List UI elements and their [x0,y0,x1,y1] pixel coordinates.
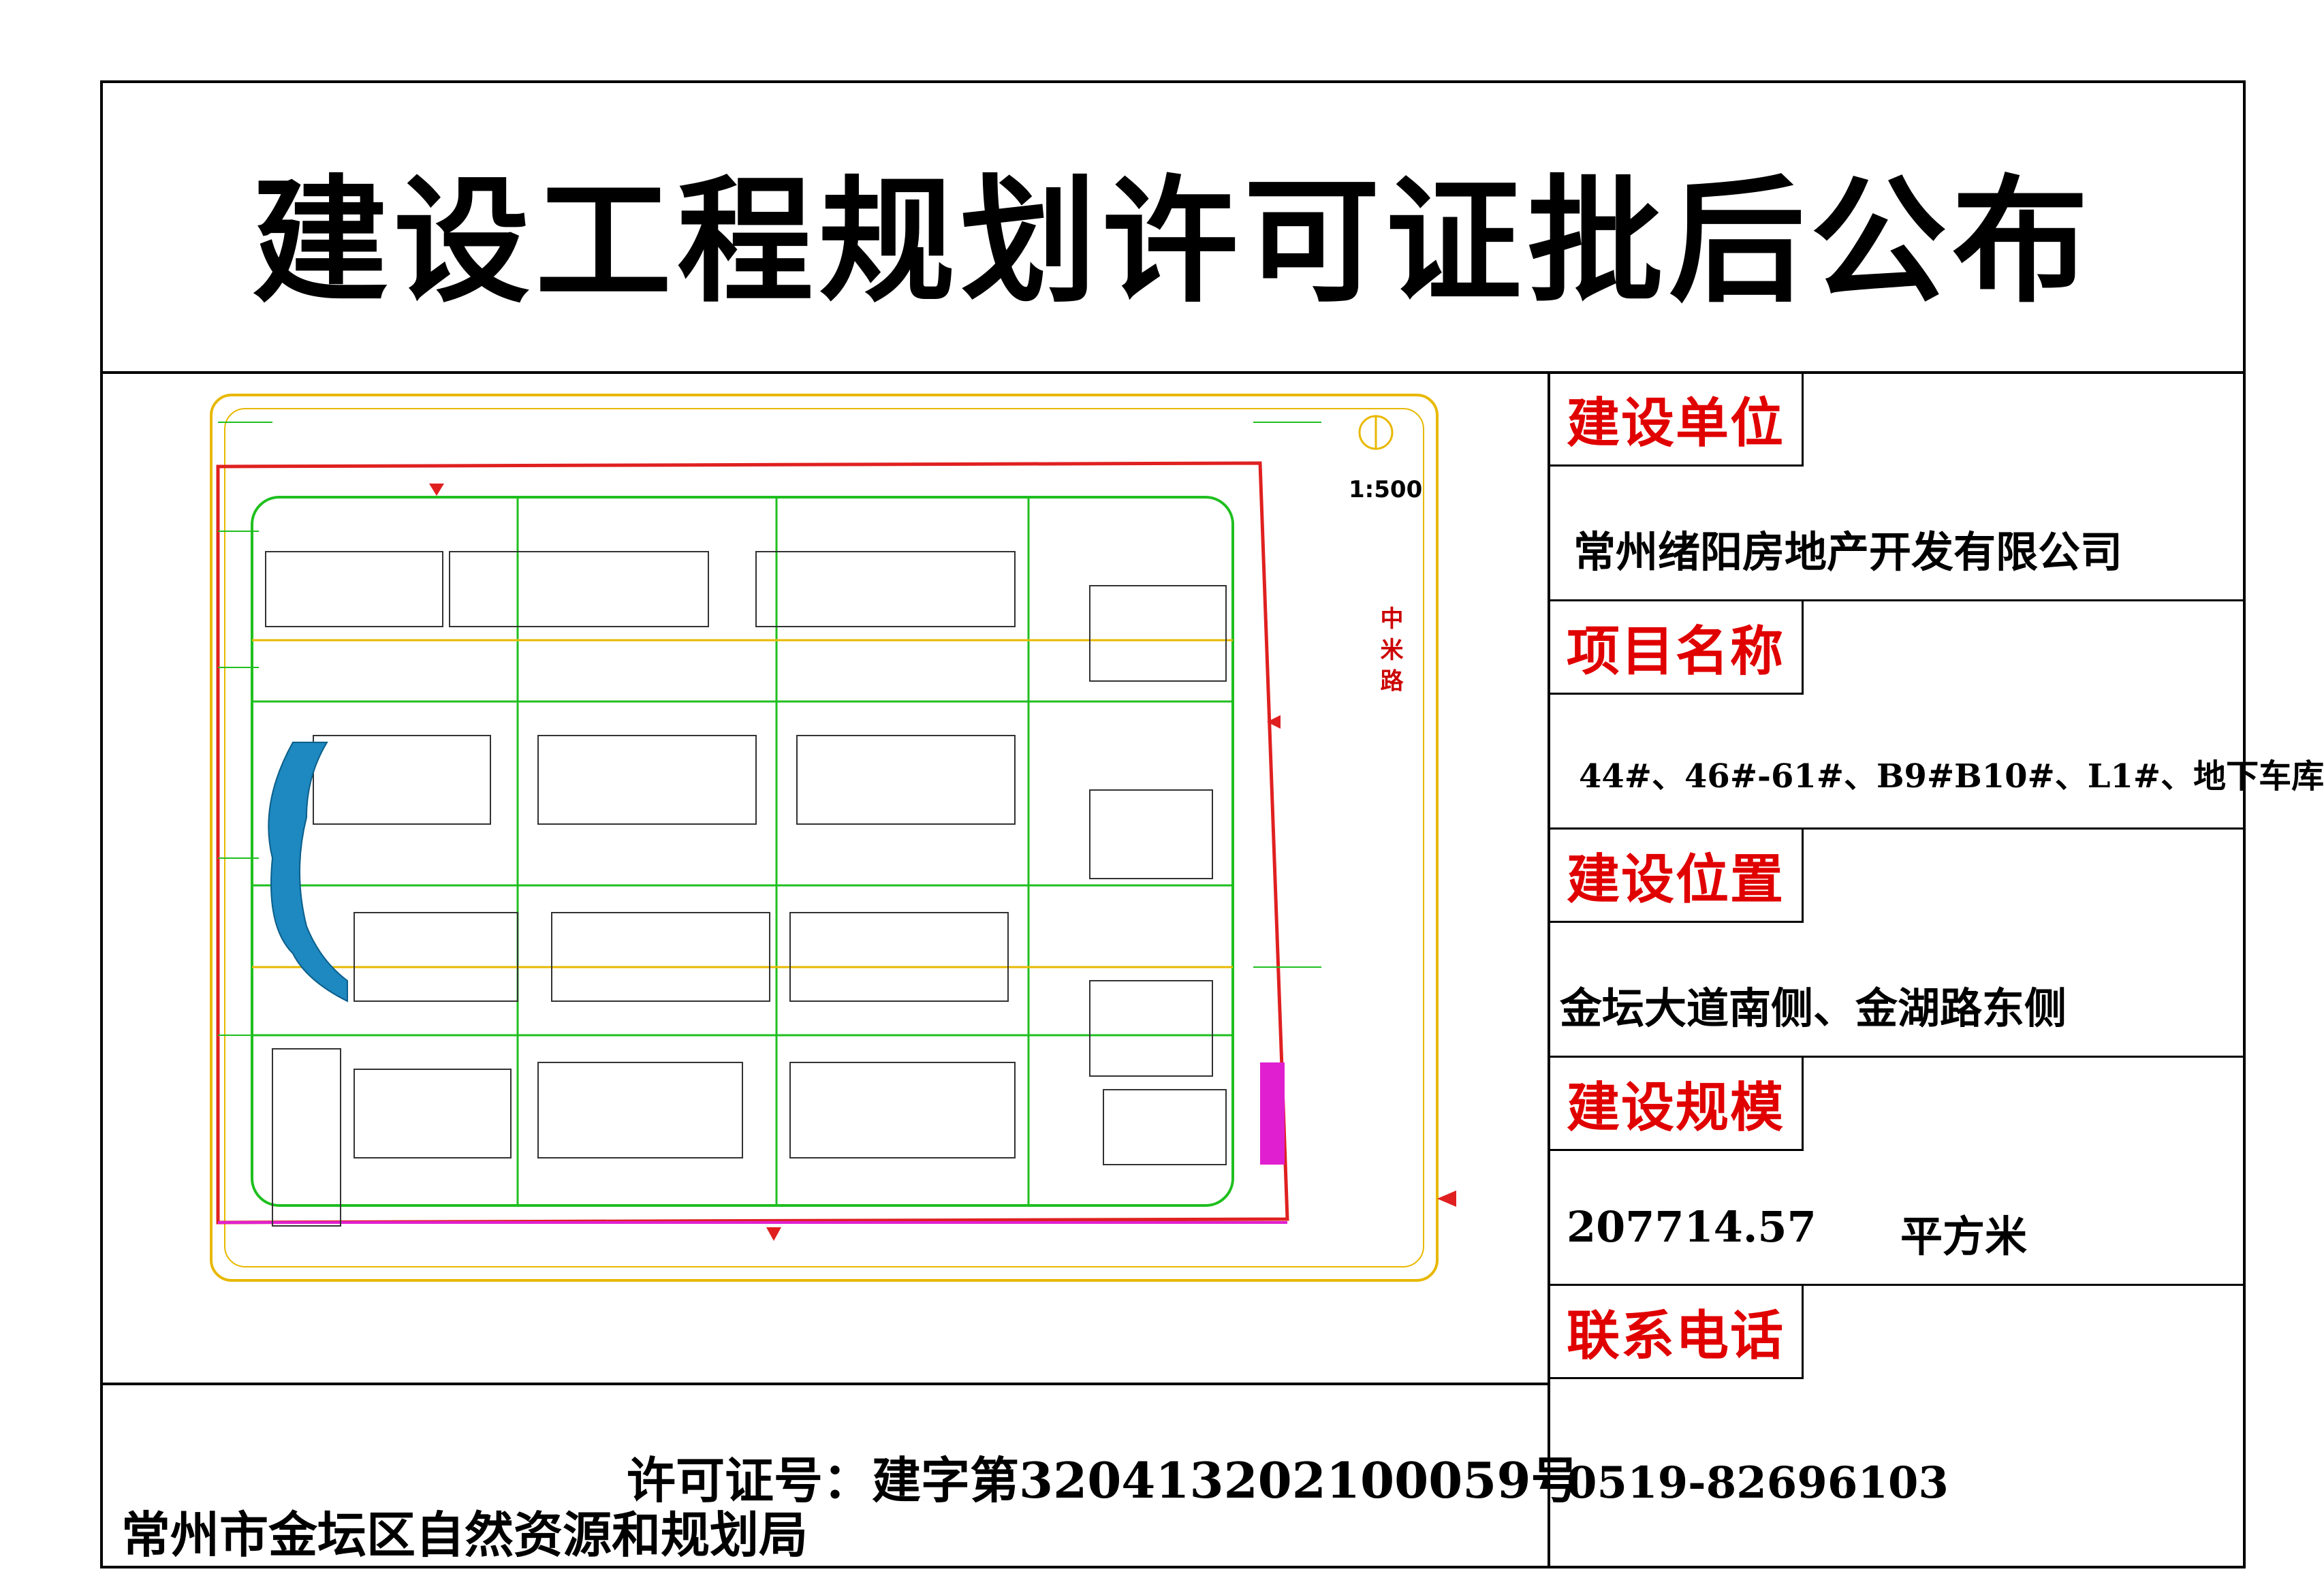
field-label-scale: 建设规模 [1550,1058,1804,1151]
right-column-divider [1548,371,1550,1568]
side-road-label: 中 米 路 [1376,606,1403,692]
title-divider [100,371,2246,374]
page-title: 建设工程规划许可证批后公布 [252,161,2094,321]
plan-scale: 1:500 [1349,476,1422,503]
field-value-project: 44#、46#-61#、B9#B10#、L1#、地下车库 [1579,757,2324,795]
field-value-unit: 常州绪阳房地产开发有限公司 [1573,527,2123,577]
field-label-location: 建设位置 [1550,830,1804,923]
field-value-phone: 0519-82696103 [1567,1457,1949,1509]
footer-divider [100,1383,1550,1385]
field-value-location: 金坛大道南侧、金湖路东侧 [1560,983,2067,1033]
row-divider [1550,599,2246,601]
field-label-project: 项目名称 [1550,601,1804,695]
row-divider [1550,827,2246,830]
field-label-unit: 建设单位 [1550,373,1804,467]
permit-number: 许可证号：建字第320413202100059号 [627,1451,1580,1509]
field-value-scale: 207714.57 [1567,1202,1817,1252]
row-divider [1550,1284,2246,1286]
issuing-office: 常州市金坛区自然资源和规划局 [121,1506,808,1564]
field-label-phone: 联系电话 [1550,1286,1804,1379]
site-plan: 1:500 中 米 路 [210,394,1456,1282]
notice-frame [100,80,2246,1568]
row-divider [1550,1056,2246,1058]
field-value-scale-unit: 平方米 [1900,1212,2028,1261]
